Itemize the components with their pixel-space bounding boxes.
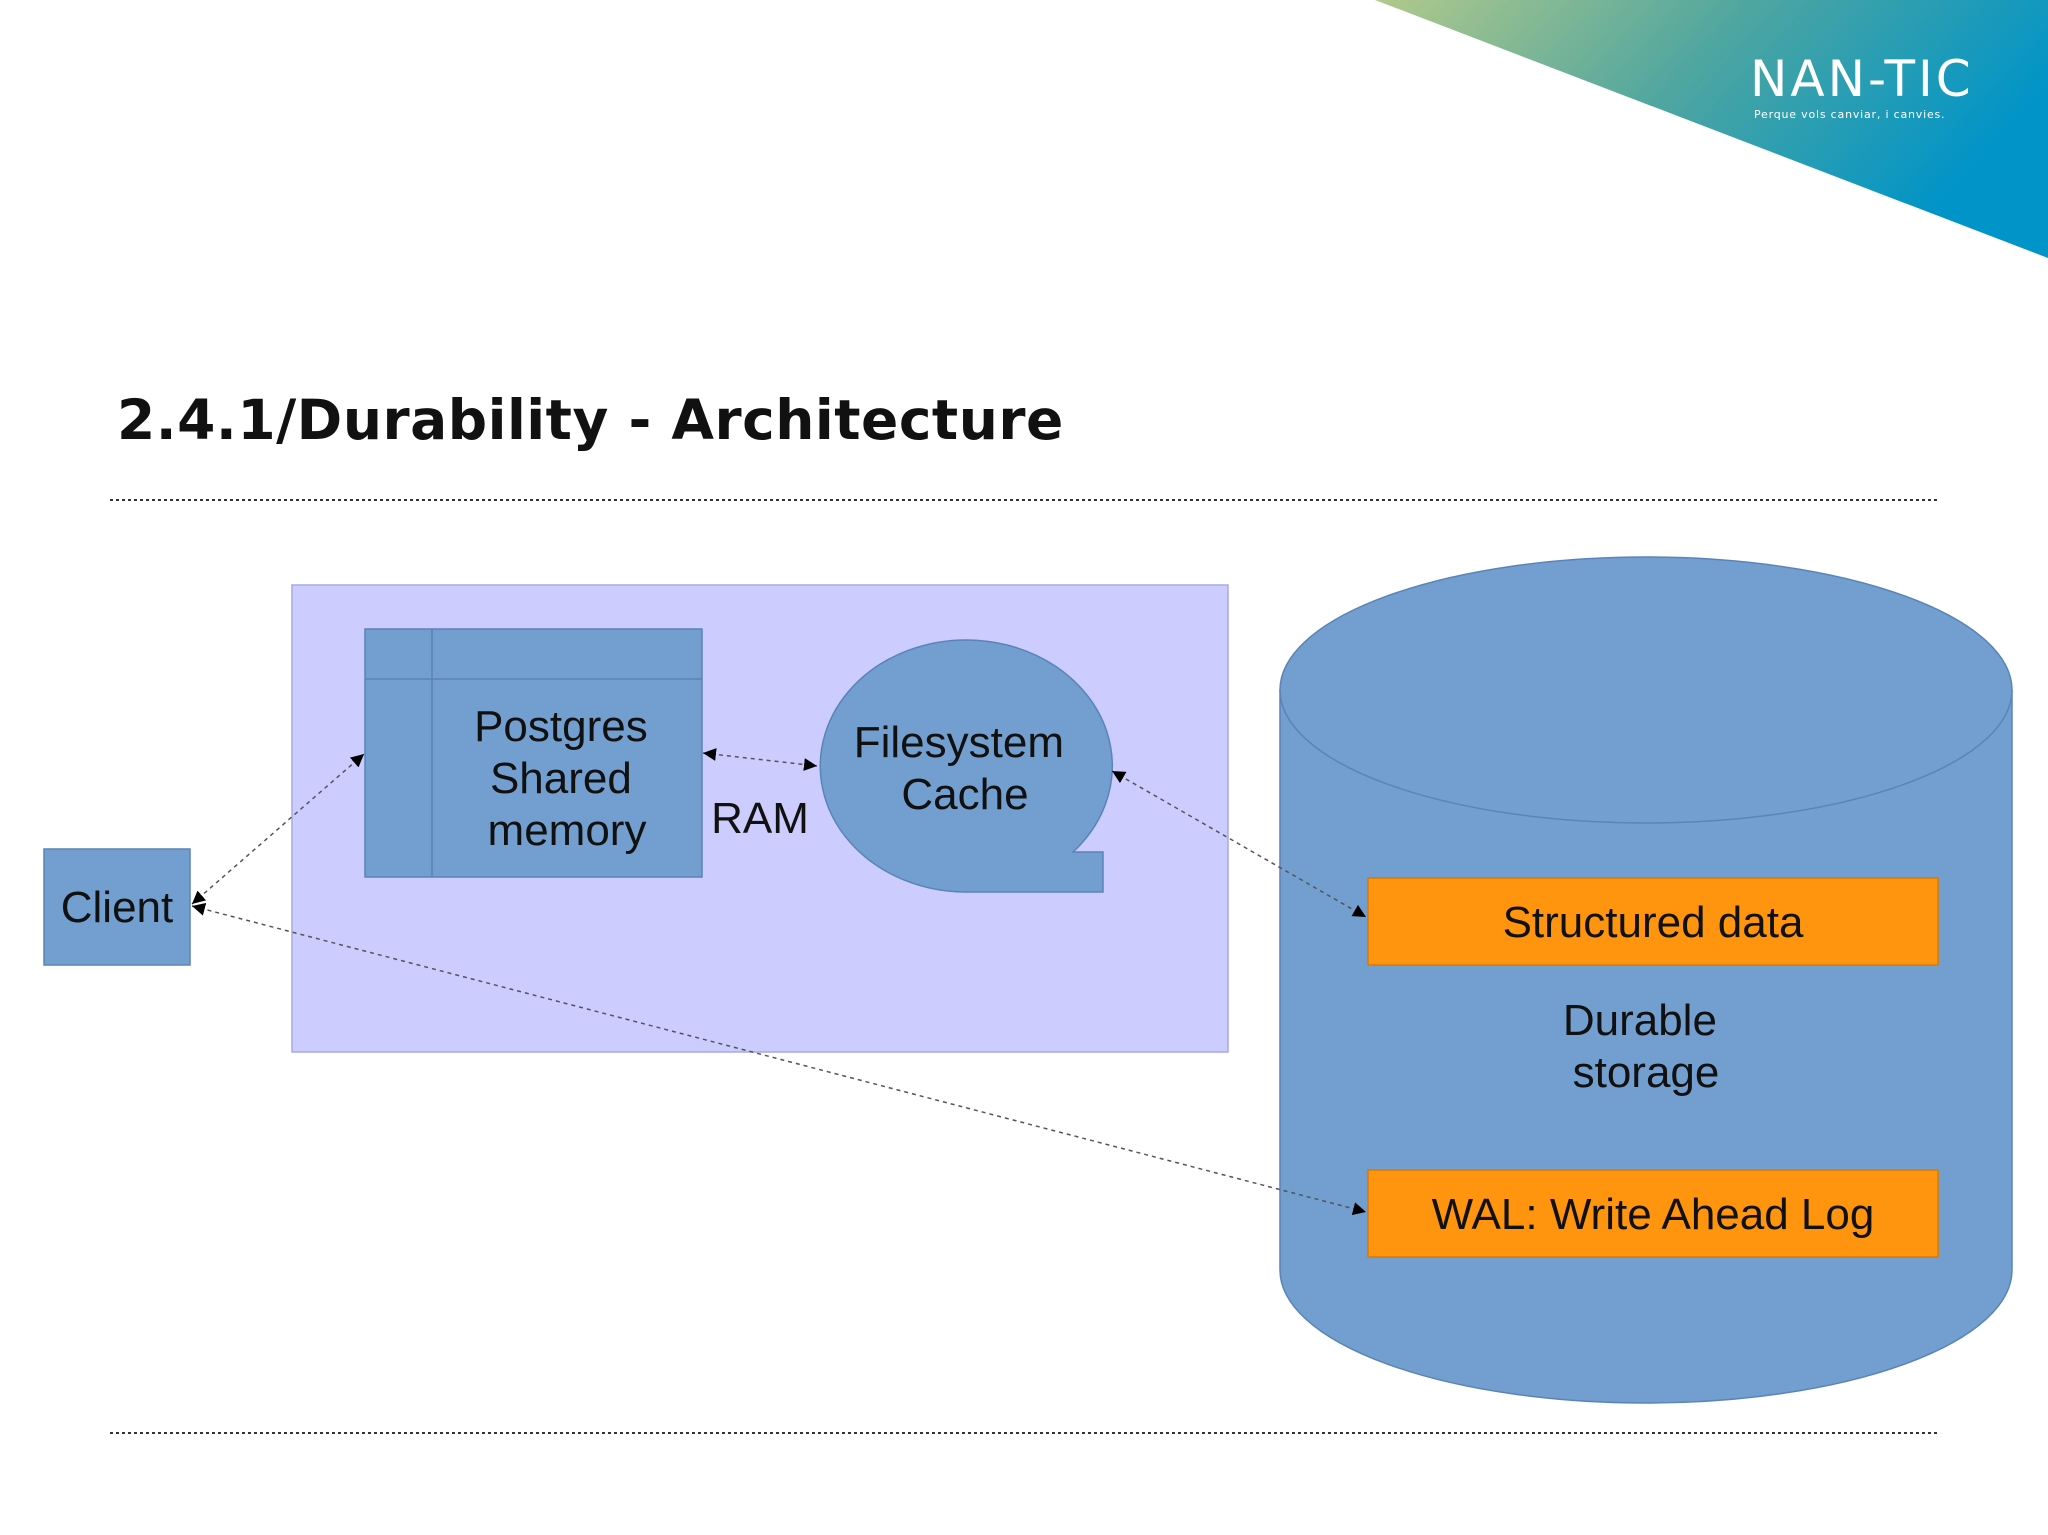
fs-cache-label-line-2: Cache (901, 770, 1028, 819)
durable-storage-cylinder: Durable storage (1279, 556, 2013, 1404)
fs-cache-label-line-1: Filesystem (854, 718, 1064, 767)
shared-memory-label-line-1: Postgres (474, 702, 648, 751)
client-box: Client (43, 848, 191, 966)
ram-label: RAM (711, 794, 809, 843)
connector-shared-memory-fs-cache (702, 748, 818, 771)
wal-label: WAL: Write Ahead Log (1432, 1190, 1875, 1239)
shared-memory-block: Postgres Shared memory (364, 628, 703, 878)
structured-data-label: Structured data (1503, 898, 1804, 947)
svg-text:Postgres Shared: Postgres Shared memory (474, 702, 660, 855)
storage-label-line-2: storage (1573, 1048, 1720, 1097)
connector-fs-cache-structured-data (1111, 770, 1367, 918)
logo-tagline: Perque vols canviar, i canvies. (1754, 108, 1946, 121)
shared-memory-label-line-3: memory (488, 806, 647, 855)
slide-title: 2.4.1/Durability - Architecture (117, 388, 1064, 452)
connector-client-shared-memory (191, 753, 365, 905)
svg-text:Filesystem Cache: Filesystem Cache (854, 718, 1076, 819)
shared-memory-label-line-2: Shared (490, 754, 632, 803)
structured-data-box: Structured data (1367, 877, 1939, 966)
wal-box: WAL: Write Ahead Log (1367, 1169, 1939, 1258)
filesystem-cache-bubble: Filesystem Cache (819, 639, 1114, 893)
svg-text:Durable storage: Durable storage (1563, 996, 1729, 1097)
storage-label-line-1: Durable (1563, 996, 1717, 1045)
client-label: Client (61, 883, 174, 932)
logo-banner (1375, 0, 2048, 258)
logo-text: NAN-TIC (1750, 50, 1974, 108)
connector-client-wal (191, 902, 1367, 1216)
